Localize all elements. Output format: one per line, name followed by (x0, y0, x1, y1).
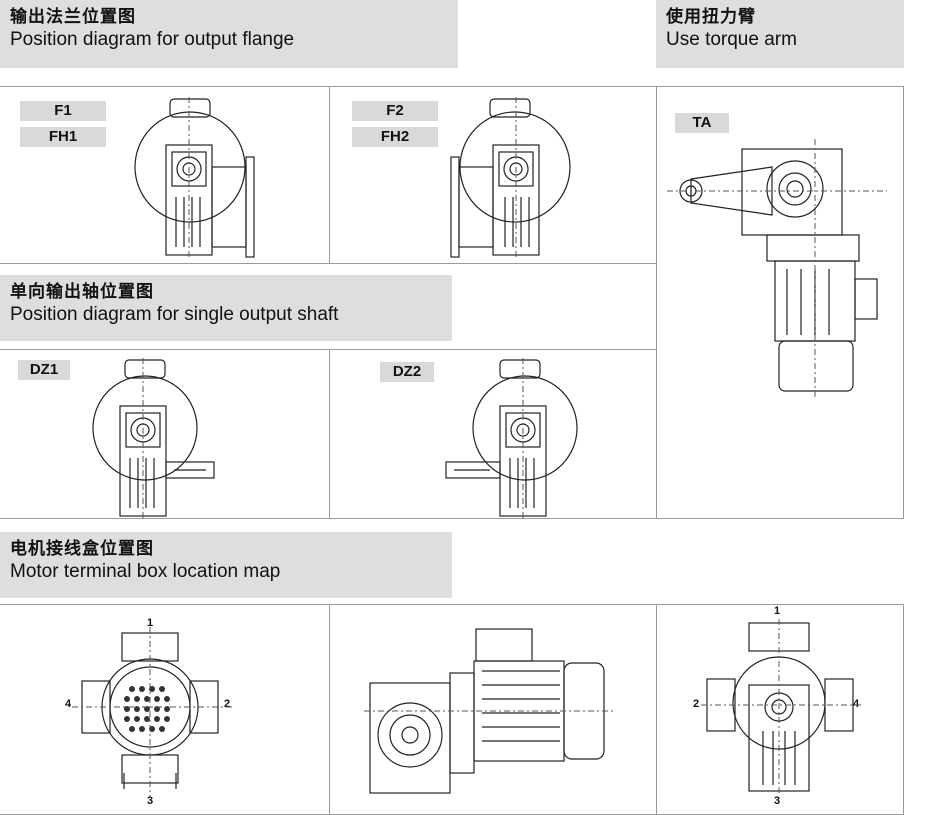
terminal-right-label-2: 2 (693, 698, 700, 710)
terminal-left-label-4: 4 (65, 698, 72, 710)
motor-end-view-drawing (72, 627, 232, 797)
gearmotor-side-view-drawing (364, 628, 614, 794)
terminal-box-section-header: 电机接线盒位置图 Motor terminal box location map (0, 532, 452, 598)
torque-arm-section-header: 使用扭力臂 Use torque arm (656, 0, 904, 68)
flange-tag-f2: F2 (352, 101, 438, 121)
terminal-right-label-3: 3 (774, 795, 781, 807)
flange-tag-fh1: FH1 (20, 127, 106, 147)
terminal-right-label-4: 4 (853, 698, 860, 710)
flange-section-header: 输出法兰位置图 Position diagram for output flan… (0, 0, 458, 68)
terminal-panel-middle (329, 604, 657, 815)
single-shaft-title-cn: 单向输出轴位置图 (10, 282, 154, 302)
flange-title-en: Position diagram for output flange (10, 29, 295, 50)
fan-cover-holes (124, 686, 170, 732)
terminal-box-title-cn: 电机接线盒位置图 (10, 539, 154, 559)
torque-arm-title-cn: 使用扭力臂 (666, 7, 756, 27)
terminal-left-label-1: 1 (147, 617, 154, 629)
torque-arm-drawing (667, 139, 887, 399)
shaft-tag-dz2: DZ2 (380, 362, 434, 382)
gearbox-flange-drawing-left (134, 97, 255, 258)
single-shaft-section-header: 单向输出轴位置图 Position diagram for single out… (0, 275, 452, 341)
gearmotor-end-view-drawing (701, 619, 861, 794)
torque-arm-title-en: Use torque arm (666, 29, 797, 50)
terminal-left-label-3: 3 (147, 795, 154, 807)
terminal-box-title-en: Motor terminal box location map (10, 561, 281, 582)
single-shaft-title-en: Position diagram for single output shaft (10, 304, 339, 325)
torque-arm-panel: TA (656, 86, 904, 519)
shaft-panel-right: DZ2 (329, 349, 657, 519)
flange-tag-f1: F1 (20, 101, 106, 121)
terminal-left-label-2: 2 (224, 698, 231, 710)
shaft-tag-dz1: DZ1 (18, 360, 70, 380)
flange-title-cn: 输出法兰位置图 (10, 7, 136, 27)
flange-tag-fh2: FH2 (352, 127, 438, 147)
flange-panel-right: F2 FH2 (329, 86, 657, 264)
flange-panel-left: F1 FH1 (0, 86, 330, 264)
terminal-panel-right: 1 2 3 4 (656, 604, 904, 815)
gearbox-shaft-drawing-left (92, 358, 215, 518)
terminal-right-label-1: 1 (774, 605, 781, 617)
shaft-panel-left: DZ1 (0, 349, 330, 519)
torque-arm-tag: TA (675, 113, 729, 133)
gearbox-shaft-drawing-right (445, 358, 578, 518)
terminal-panel-left: 1 2 3 4 (0, 604, 330, 815)
gearbox-flange-drawing-right (450, 97, 571, 258)
